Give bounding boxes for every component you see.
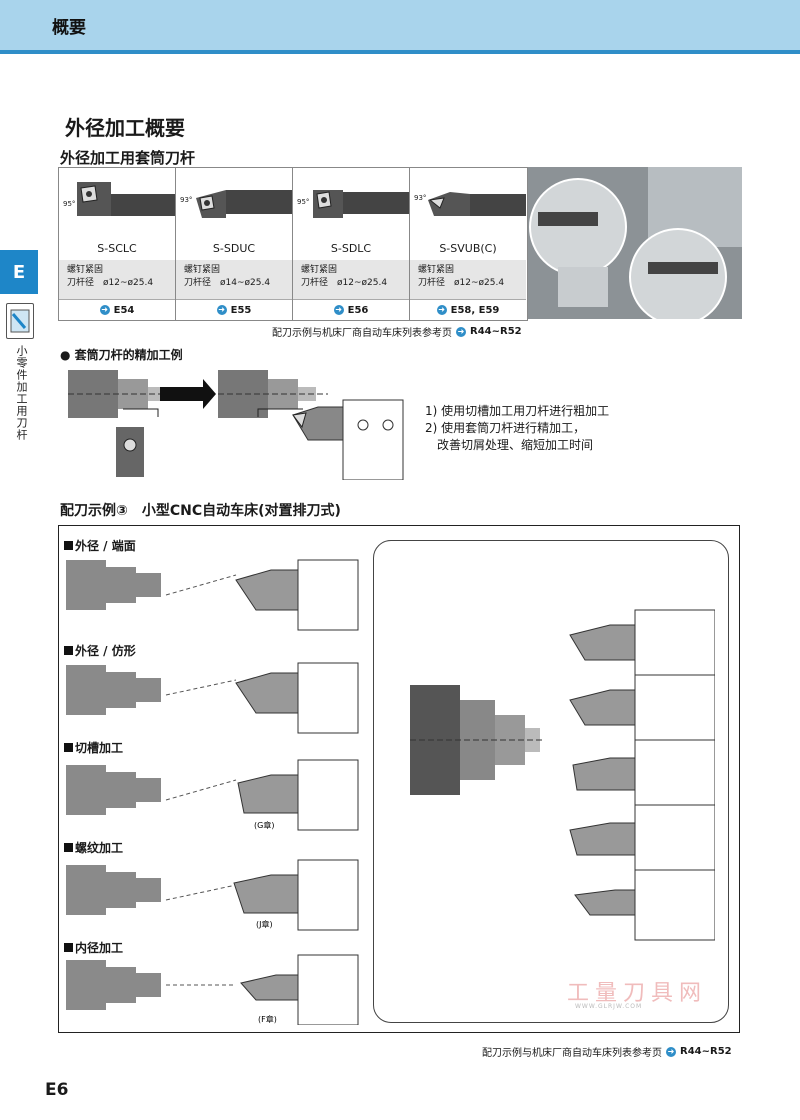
svg-text:(G章): (G章) [254,820,274,830]
finishing-diagram [68,370,404,480]
finishing-steps: 1) 使用切槽加工用刀杆进行粗加工 2) 使用套筒刀杆进行精加工， 改善切屑处理… [425,404,610,452]
category-label: 外径 / 端面 [64,537,136,554]
arrow-right-icon: ➜ [99,305,110,315]
svg-text:95°: 95° [63,200,75,208]
tool-spec: 螺钉紧固刀杆径 ø12~ø25.4 [293,260,409,300]
tool-name: S-SCLC [59,238,175,261]
machine-photo [528,167,742,319]
svg-text:93°: 93° [414,194,426,202]
tool-ref-link[interactable]: ➜E54 [99,304,135,316]
svg-text:95°: 95° [297,198,309,206]
tool-cell: 95° S-SCLC 螺钉紧固刀杆径 ø12~ø25.4 ➜E54 [59,168,176,320]
chapter-tab[interactable]: E [0,250,38,294]
arrow-right-icon: ➜ [436,305,447,315]
header-divider [0,50,800,54]
category-label: 螺纹加工 [64,839,123,856]
category-label: 内径加工 [64,939,123,956]
tool-image: 93° [414,192,526,216]
category-label: 切槽加工 [64,739,123,756]
tool-spec: 螺钉紧固刀杆径 ø12~ø25.4 [410,260,526,300]
config-box [58,525,740,1033]
watermark-logo: 工量刀具网 [567,981,708,1006]
tool-ref-link[interactable]: ➜E55 [216,304,252,316]
config-title: 配刀示例③ 小型CNC自动车床(对置排刀式) [60,503,341,519]
tool-cell: 93° S-SDUC 螺钉紧固刀杆径 ø14~ø25.4 ➜E55 [176,168,293,320]
arrow-right-icon: ➜ [216,305,227,315]
chapter-label: 小零件加工用刀杆 [15,345,28,441]
arrow-right-icon: ➜ [456,326,466,337]
tool-spec: 螺钉紧固刀杆径 ø12~ø25.4 [59,260,175,300]
svg-text:93°: 93° [180,196,192,204]
section-subtitle: 外径加工用套筒刀杆 [60,149,196,167]
config-machine-panel [373,540,729,1023]
tool-spec: 螺钉紧固刀杆径 ø14~ø25.4 [176,260,292,300]
header-title: 概要 [52,18,86,38]
watermark-url: WWW.GLRJW.COM [575,1003,643,1010]
tool-cell: 93° S-SVUB(C) 螺钉紧固刀杆径 ø12~ø25.4 ➜E58, E5… [410,168,526,320]
tool-image: 95° [63,182,175,216]
tool-name: S-SDUC [176,238,292,261]
tool-holder-icon [6,303,34,339]
svg-text:(J章): (J章) [256,919,273,929]
category-label: 外径 / 仿形 [64,642,136,659]
tool-table: 95° S-SCLC 螺钉紧固刀杆径 ø12~ø25.4 ➜E54 93° S-… [58,167,528,321]
tool-ref-link[interactable]: ➜E56 [333,304,369,316]
reference-link[interactable]: 配刀示例与机床厂商自动车床列表参考页 ➜ R44~R52 [482,1046,732,1059]
page-number: E6 [45,1080,69,1100]
page-header [0,0,800,50]
tool-cell: 95° S-SDLC 螺钉紧固刀杆径 ø12~ø25.4 ➜E56 [293,168,410,320]
tool-image: 95° [297,190,409,218]
tool-image: 93° [180,190,292,218]
operation-diagrams: (G章) (J章) (F章) [66,559,359,1025]
machine-layout-diagram [410,609,715,941]
tool-name: S-SDLC [293,238,409,261]
tool-name: S-SVUB(C) [410,238,526,261]
finishing-title: ● 套筒刀杆的精加工例 [60,348,183,362]
tool-ref-link[interactable]: ➜E58, E59 [436,304,500,316]
arrow-right-icon: ➜ [333,305,344,315]
reference-link[interactable]: 配刀示例与机床厂商自动车床列表参考页 ➜ R44~R52 [272,326,522,339]
arrow-right-icon: ➜ [666,1046,676,1057]
svg-text:(F章): (F章) [258,1014,277,1024]
section-title: 外径加工概要 [65,116,185,140]
